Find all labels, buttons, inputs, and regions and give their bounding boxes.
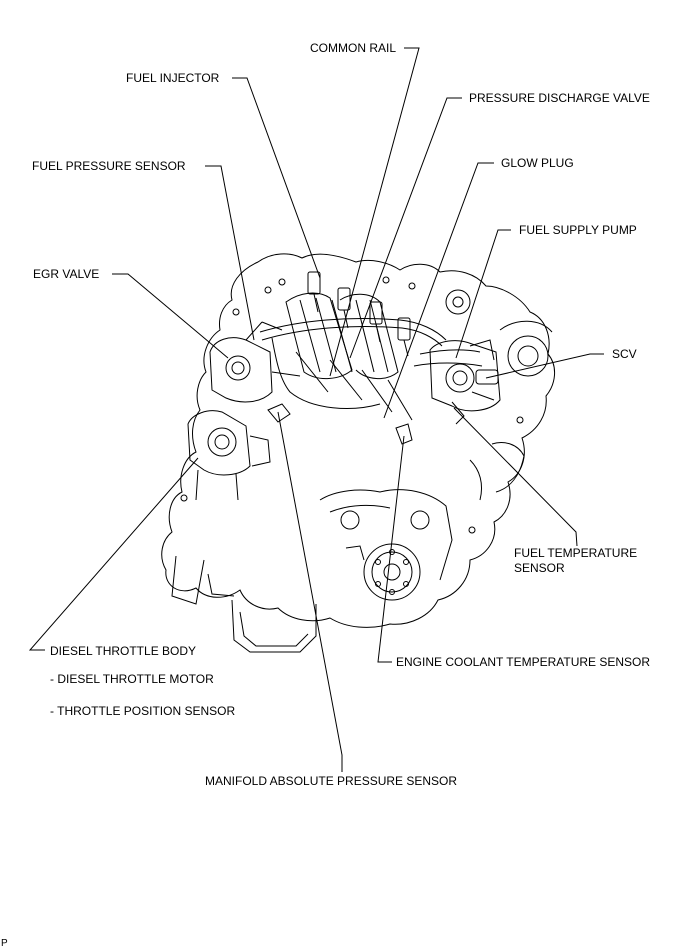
- label-glow-plug: GLOW PLUG: [501, 156, 574, 170]
- label-common-rail: COMMON RAIL: [310, 41, 397, 55]
- label-egr-valve: EGR VALVE: [33, 267, 100, 281]
- label-fuel-pressure-sensor: FUEL PRESSURE SENSOR: [32, 159, 186, 173]
- leader-lines: [28, 47, 604, 772]
- label-scv: SCV: [612, 347, 637, 361]
- leader-fuel-injector: [232, 77, 321, 279]
- engine-block-drawing: [161, 253, 555, 653]
- leader-egr-valve: [112, 273, 229, 359]
- leader-fuel-temperature-sensor: [453, 407, 578, 547]
- leader-scv: [485, 353, 604, 379]
- label-engine-coolant-temperature-sensor: ENGINE COOLANT TEMPERATURE SENSOR: [396, 655, 651, 669]
- leader-manifold-absolute-pressure-sensor: [277, 411, 343, 772]
- label-fuel-supply-pump: FUEL SUPPLY PUMP: [519, 223, 637, 237]
- label-throttle-position-sensor: - THROTTLE POSITION SENSOR: [50, 704, 236, 718]
- leader-fuel-pressure-sensor: [205, 165, 255, 341]
- label-diesel-throttle-body: DIESEL THROTTLE BODY: [50, 644, 197, 658]
- label-fuel-temperature-sensor-line2: SENSOR: [514, 561, 565, 575]
- label-diesel-throttle-motor: - DIESEL THROTTLE MOTOR: [50, 672, 214, 686]
- leader-engine-coolant-temperature-sensor: [377, 435, 405, 663]
- figure-code: P: [1, 938, 8, 949]
- leader-glow-plug: [383, 162, 494, 419]
- label-pressure-discharge-valve: PRESSURE DISCHARGE VALVE: [469, 91, 650, 105]
- leader-pressure-discharge-valve: [349, 97, 462, 359]
- leader-diesel-throttle-body: [28, 457, 199, 651]
- label-fuel-injector: FUEL INJECTOR: [126, 71, 220, 85]
- label-manifold-absolute-pressure-sensor: MANIFOLD ABSOLUTE PRESSURE SENSOR: [205, 774, 458, 788]
- label-fuel-temperature-sensor-line1: FUEL TEMPERATURE: [514, 546, 638, 560]
- leader-fuel-supply-pump: [455, 229, 511, 359]
- leader-common-rail: [329, 47, 420, 377]
